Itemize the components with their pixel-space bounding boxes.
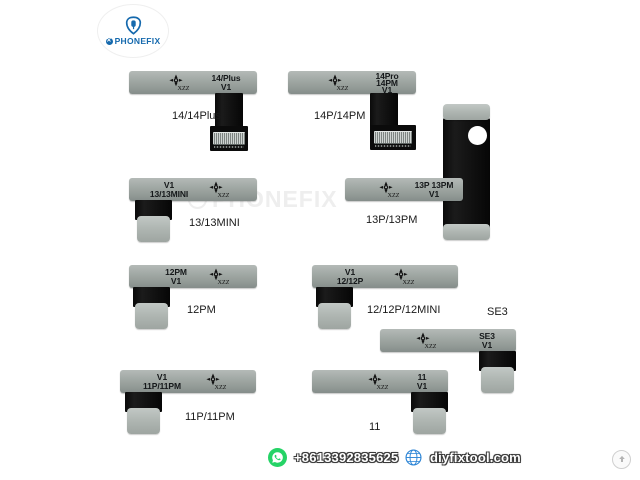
product-13p-13pm-line2: V1 bbox=[428, 189, 440, 199]
product-11p-11pm-line1: V1 bbox=[156, 372, 168, 382]
product-12-12p-12mini-line2: 12/12P bbox=[336, 276, 364, 286]
phone-shield-icon bbox=[124, 16, 143, 35]
brand-badge: ✕ PHONEFIX bbox=[97, 4, 169, 58]
xzz-compass-icon: XZZ bbox=[207, 268, 229, 285]
product-14-14plus-caption: 14/14Plus bbox=[172, 110, 221, 122]
product-13p-13pm-notch bbox=[468, 126, 487, 145]
product-11-pad bbox=[413, 408, 446, 434]
product-11-line1: 11 bbox=[417, 372, 427, 382]
product-se3-line1: SE3 bbox=[479, 331, 495, 341]
product-12pm-bar: 12PM V1 XZZ bbox=[129, 265, 257, 288]
xzz-compass-icon: XZZ bbox=[366, 373, 388, 390]
footer-website-text: diyfixtool.com bbox=[430, 450, 521, 465]
product-13-13mini-caption: 13/13MINI bbox=[189, 217, 240, 229]
product-se3-flex bbox=[479, 351, 516, 371]
svg-text:XZZ: XZZ bbox=[425, 343, 437, 349]
product-12-12p-12mini-bar: V1 12/12P XZZ bbox=[312, 265, 458, 288]
product-12-12p-12mini-caption: 12/12P/12MINI bbox=[367, 304, 441, 316]
product-12pm-line2: V1 bbox=[170, 276, 182, 286]
footer-website[interactable]: diyfixtool.com bbox=[404, 448, 521, 467]
svg-text:XZZ: XZZ bbox=[388, 192, 400, 198]
product-12pm-flex bbox=[133, 287, 170, 307]
brand-dot-icon: ✕ bbox=[105, 37, 113, 45]
product-12pm-pad bbox=[135, 303, 168, 329]
svg-text:XZZ: XZZ bbox=[377, 384, 389, 390]
xzz-compass-icon: XZZ bbox=[392, 268, 414, 285]
product-14p-14pm-line3: V1 bbox=[381, 85, 393, 95]
product-12pm-caption: 12PM bbox=[187, 304, 216, 316]
product-14p-14pm-line2: 14PM bbox=[376, 78, 398, 88]
brand-wordmark: ✕ PHONEFIX bbox=[105, 36, 161, 46]
product-11-flex bbox=[411, 392, 448, 412]
footer-whatsapp[interactable]: +8613392835625 bbox=[268, 448, 398, 467]
product-13p-13pm-line1: 13P 13PM bbox=[414, 180, 454, 190]
product-11p-11pm-line2: 11P/11PM bbox=[143, 381, 181, 391]
product-11p-11pm-caption: 11P/11PM bbox=[185, 411, 235, 423]
product-13p-13pm-caption: 13P/13PM bbox=[366, 214, 418, 226]
product-11p-11pm-bar: V1 11P/11PM XZZ bbox=[120, 370, 256, 393]
globe-icon bbox=[404, 448, 423, 467]
xzz-compass-icon: XZZ bbox=[167, 74, 189, 91]
product-11p-11pm-flex bbox=[125, 392, 162, 412]
product-14p-14pm-bar: 14Pro 14PM V1 XZZ bbox=[288, 71, 416, 95]
product-14p-14pm-caption: 14P/14PM bbox=[314, 110, 366, 122]
whatsapp-icon bbox=[268, 448, 287, 467]
scroll-to-top-button[interactable] bbox=[612, 450, 631, 469]
product-se3-bar: SE3 V1 XZZ bbox=[380, 329, 516, 352]
product-12-12p-12mini-pad bbox=[318, 303, 351, 329]
product-12-12p-12mini-line1: V1 bbox=[344, 267, 356, 277]
xzz-compass-icon: XZZ bbox=[207, 181, 229, 198]
product-se3-caption-top: SE3 bbox=[487, 306, 508, 318]
svg-text:XZZ: XZZ bbox=[218, 279, 230, 285]
product-13p-13pm-bottom-pad bbox=[443, 224, 490, 240]
product-11-caption: 11 bbox=[369, 421, 381, 433]
product-13-13mini-line2: 13/13MINI bbox=[149, 189, 189, 199]
product-13-13mini-pad bbox=[137, 216, 170, 242]
xzz-compass-icon: XZZ bbox=[414, 332, 436, 349]
xzz-compass-icon: XZZ bbox=[377, 181, 399, 198]
xzz-compass-icon: XZZ bbox=[204, 373, 226, 390]
product-11-bar: 11 V1 XZZ bbox=[312, 370, 448, 393]
product-12-12p-12mini-flex bbox=[316, 287, 353, 307]
xzz-compass-icon: XZZ bbox=[326, 74, 348, 91]
svg-text:XZZ: XZZ bbox=[178, 85, 190, 91]
footer-phone-number: +8613392835625 bbox=[294, 450, 399, 465]
product-13p-13pm-top-pad bbox=[443, 104, 490, 120]
product-13-13mini-bar: V1 13/13MINI XZZ bbox=[129, 178, 257, 201]
svg-text:XZZ: XZZ bbox=[403, 279, 415, 285]
arrow-up-icon bbox=[617, 451, 627, 469]
product-14p-14pm-line1: 14Pro bbox=[375, 71, 399, 81]
product-14-14plus-line1: 14/Plus bbox=[211, 73, 241, 83]
svg-text:XZZ: XZZ bbox=[215, 384, 227, 390]
product-13p-13pm-bar: 13P 13PM V1 XZZ bbox=[345, 178, 463, 201]
product-13-13mini-line1: V1 bbox=[163, 180, 175, 190]
svg-text:XZZ: XZZ bbox=[337, 85, 349, 91]
product-14-14plus-line2: V1 bbox=[220, 82, 232, 92]
product-se3-line2: V1 bbox=[481, 340, 493, 350]
product-11p-11pm-pad bbox=[127, 408, 160, 434]
svg-text:XZZ: XZZ bbox=[218, 192, 230, 198]
product-14-14plus-connector bbox=[210, 126, 248, 151]
product-13-13mini-flex bbox=[135, 200, 172, 220]
product-14p-14pm-connector bbox=[370, 125, 416, 150]
brand-name: PHONEFIX bbox=[114, 36, 161, 46]
product-11-line2: V1 bbox=[416, 381, 428, 391]
product-se3-pad bbox=[481, 367, 514, 393]
product-12pm-line1: 12PM bbox=[165, 267, 187, 277]
product-14-14plus-bar: 14/Plus V1 XZZ bbox=[129, 71, 257, 94]
